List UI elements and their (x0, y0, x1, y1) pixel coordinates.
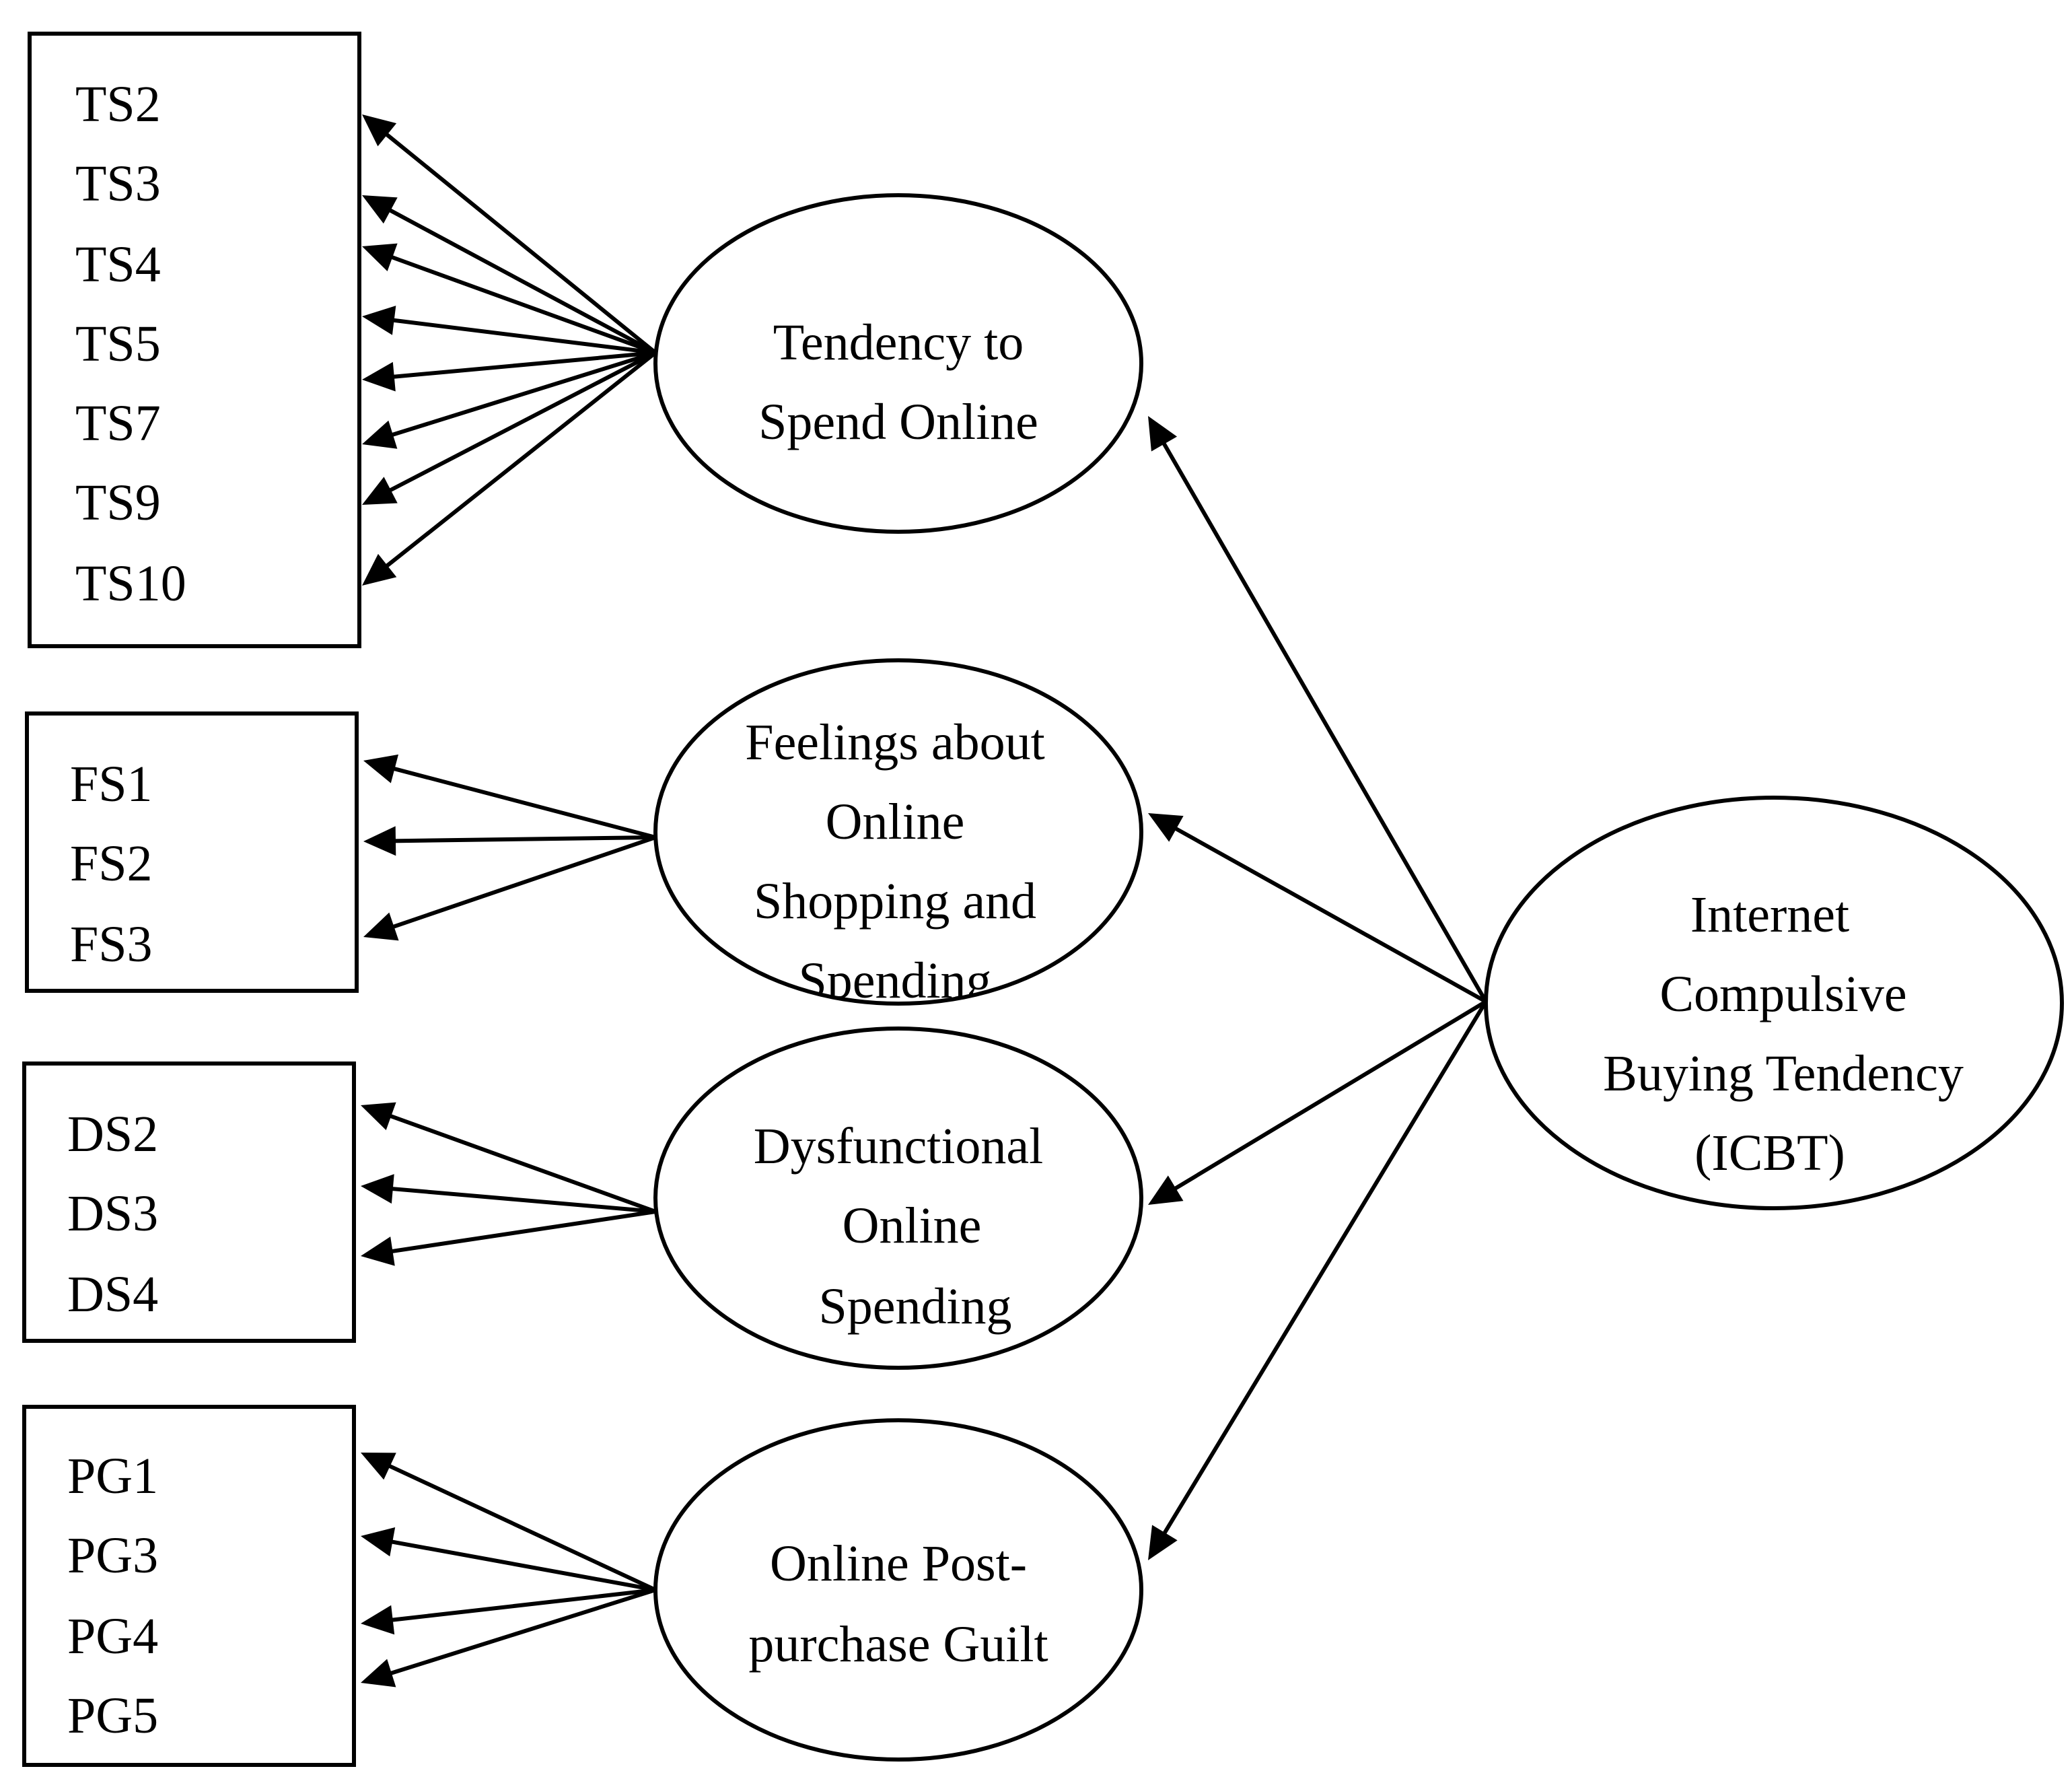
edges-layer (361, 114, 1488, 1687)
loading-arrow-head (362, 477, 398, 505)
construct-arrow-line (1161, 440, 1488, 1003)
construct-arrow-line (1172, 825, 1487, 1004)
loading-arrow-head (361, 1102, 396, 1130)
loading-arrow-line (384, 351, 657, 569)
indicator-label: PG5 (67, 1687, 158, 1744)
loading-arrow-line (391, 318, 656, 355)
loading-arrow-line (392, 835, 656, 843)
loading-arrow-head (362, 361, 396, 392)
factor-label-line: Spend Online (758, 394, 1038, 450)
indicator-boxes (22, 32, 361, 1767)
factor-label-line: Online (826, 794, 965, 850)
indicator-label: TS3 (75, 155, 161, 212)
indicator-box-dysfunctional (22, 1061, 356, 1343)
loading-arrow-line (391, 351, 656, 379)
indicator-label: TS9 (75, 475, 161, 531)
indicator-labels: TS2 TS3 TS4 TS5 TS7 TS9 TS10 FS1 FS2 FS3… (67, 76, 186, 1744)
loading-arrow-head (362, 195, 398, 224)
construct-label-line: Internet (1690, 886, 1849, 943)
indicator-label: FS3 (70, 916, 153, 973)
construct-label-line: (ICBT) (1694, 1125, 1845, 1181)
loading-arrow-head (361, 1659, 396, 1687)
loading-arrow-line (386, 1463, 657, 1592)
loading-arrow-line (389, 1539, 656, 1592)
loading-arrow-line (390, 1186, 656, 1214)
loading-arrow-head (363, 826, 396, 856)
indicator-label: DS2 (67, 1106, 158, 1162)
loading-arrow-line (388, 1588, 656, 1676)
loading-arrow-head (361, 1605, 395, 1635)
loading-arrow-head (361, 1453, 396, 1480)
factor-label-line: Shopping and (754, 873, 1036, 930)
loading-arrow-head (361, 1237, 395, 1266)
indicator-label: PG4 (67, 1608, 158, 1665)
factor-ellipse-dysfunctional (653, 1026, 1143, 1370)
factor-label-line: purchase Guilt (748, 1616, 1048, 1673)
indicator-label: TS10 (75, 555, 186, 612)
loading-arrow-head (361, 1174, 394, 1204)
factor-ellipses (653, 193, 2064, 1762)
factor-ellipse-tendency (653, 193, 1143, 534)
factor-label-line: Spending (798, 952, 991, 1009)
indicator-label: TS2 (75, 76, 161, 133)
indicator-label: TS5 (75, 316, 161, 372)
loading-arrow-head (363, 754, 399, 784)
loading-arrow-line (390, 1588, 656, 1622)
indicator-label: PG1 (67, 1448, 158, 1504)
construct-arrow-head (1148, 1525, 1178, 1560)
loading-arrow-line (387, 207, 657, 355)
factor-label-line: Spending (818, 1278, 1011, 1335)
construct-arrow-line (1162, 1000, 1488, 1536)
loading-arrow-line (384, 131, 657, 355)
loading-arrow-head (361, 1527, 396, 1557)
factor-labels: Tendency to Spend Online Feelings about … (745, 314, 1964, 1673)
indicator-box-feelings (25, 711, 359, 993)
factor-label-line: Feelings about (745, 714, 1044, 771)
factor-label-line: Dysfunctional (754, 1118, 1044, 1175)
construct-arrow-head (1148, 1175, 1184, 1205)
indicator-box-guilt (22, 1405, 356, 1767)
construct-label-line: Compulsive (1659, 966, 1906, 1022)
loading-arrow-line (388, 1113, 657, 1214)
loading-arrow-head (362, 114, 397, 147)
loading-arrow-line (387, 351, 657, 493)
loading-arrow-line (390, 835, 656, 930)
indicator-label: DS3 (67, 1185, 158, 1242)
factor-ellipse-feelings (653, 658, 1143, 1006)
indicator-label: FS2 (70, 835, 153, 892)
loading-arrow-line (391, 766, 656, 839)
indicator-label: PG3 (67, 1527, 158, 1584)
factor-label-line: Tendency to (773, 314, 1024, 371)
loading-arrow-head (362, 306, 396, 335)
loading-arrow-head (363, 912, 399, 941)
loading-arrow-head (362, 243, 398, 272)
loading-arrow-line (389, 254, 657, 355)
factor-ellipse-guilt (653, 1418, 1143, 1762)
indicator-label: TS7 (75, 395, 161, 452)
loading-arrow-head (362, 420, 398, 449)
construct-ellipse (1484, 796, 2064, 1210)
indicator-label: FS1 (70, 756, 153, 812)
factor-label-line: Online Post- (770, 1535, 1027, 1592)
factor-label-line: Online (843, 1197, 982, 1254)
indicator-box-tendency (28, 32, 361, 648)
indicator-label: DS4 (67, 1266, 158, 1323)
construct-arrow-head (1148, 813, 1184, 842)
loading-arrow-line (390, 1210, 656, 1254)
construct-arrow-head (1148, 416, 1178, 452)
loading-arrow-head (362, 553, 397, 586)
construct-arrow-line (1172, 1000, 1487, 1191)
loading-arrow-line (390, 351, 656, 438)
construct-label-line: Buying Tendency (1603, 1045, 1964, 1102)
indicator-label: TS4 (75, 236, 161, 293)
